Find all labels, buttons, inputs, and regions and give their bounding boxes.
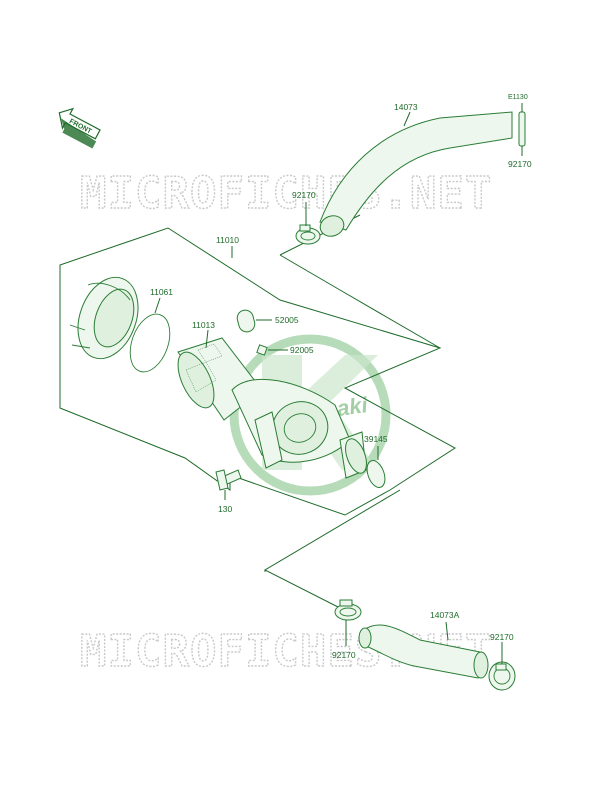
o-ring-11061 (129, 313, 171, 373)
label-11010: 11010 (216, 235, 239, 245)
hose-14073 (319, 111, 513, 237)
air-cleaner-cap (69, 276, 139, 360)
label-e1130: E1130 (508, 94, 528, 101)
label-39145: 39145 (364, 434, 388, 444)
label-11013: 11013 (192, 320, 215, 330)
label-92170-top-left: 92170 (292, 190, 316, 200)
label-92170-bottom-left: 92170 (332, 650, 356, 660)
clamp-92170-bottom-left (334, 599, 362, 621)
assembly-frame-11010 (59, 227, 456, 516)
bolt-130 (215, 469, 242, 491)
label-92005: 92005 (290, 345, 314, 355)
watermark-top: MICROFICHES.NET (80, 168, 492, 219)
lower-hose-frame (263, 489, 401, 609)
label-11061: 11061 (150, 287, 173, 297)
pin-e1130 (518, 111, 526, 147)
leader-11061 (154, 297, 161, 314)
leader-14073 (403, 111, 411, 127)
valve-52005 (236, 309, 256, 333)
label-92170-top-right: 92170 (508, 159, 532, 169)
label-52005: 52005 (275, 315, 299, 325)
label-14073a: 14073A (430, 610, 460, 620)
hose-14073a (358, 624, 489, 679)
label-92170-bottom-right: 92170 (490, 632, 514, 642)
clamp-92170-top (295, 224, 321, 245)
air-cleaner-housing (231, 378, 367, 479)
leader-14073a (445, 621, 449, 641)
label-130: 130 (218, 504, 232, 514)
clamp-92170-bottom-right (488, 661, 516, 691)
leader-11013 (205, 329, 209, 349)
band-39145 (366, 460, 386, 488)
label-14073: 14073 (394, 102, 418, 112)
plug-92005 (256, 344, 268, 356)
front-arrow-icon: FRONT (58, 107, 101, 149)
